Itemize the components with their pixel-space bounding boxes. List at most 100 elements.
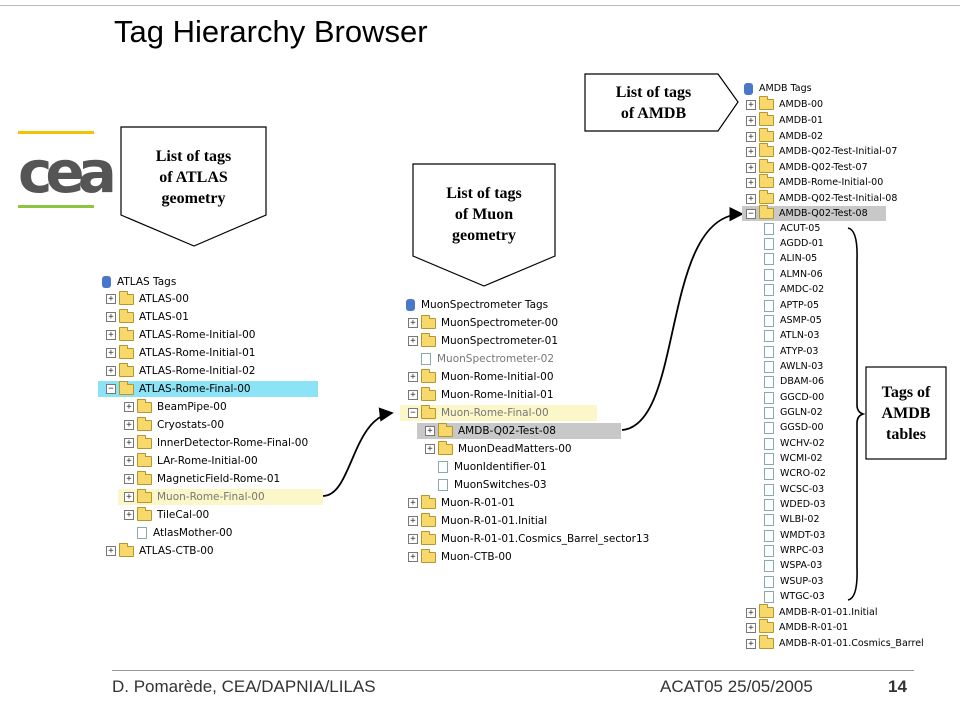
tree-node[interactable]: +ATLAS-00	[106, 290, 189, 307]
tree-node[interactable]: +Muon-Rome-Initial-01	[408, 386, 554, 403]
expand-icon[interactable]: +	[746, 146, 756, 157]
expand-icon[interactable]: +	[106, 366, 116, 376]
tree-node[interactable]: +Muon-R-01-01	[408, 494, 515, 511]
expand-icon[interactable]: +	[106, 312, 116, 322]
tree-leaf[interactable]: WCSC-03	[764, 482, 824, 497]
tree-node-highlighted[interactable]: −Muon-Rome-Final-00	[400, 404, 597, 421]
tree-node[interactable]: +ATLAS-01	[106, 308, 189, 325]
expand-icon[interactable]: +	[124, 492, 134, 502]
tree-node[interactable]: +Cryostats-00	[124, 416, 224, 433]
expand-icon[interactable]: +	[408, 534, 418, 544]
tree-leaf[interactable]: ACUT-05	[764, 221, 820, 236]
tree-leaf[interactable]: GGSD-00	[764, 420, 824, 435]
tree-node[interactable]: +AMDB-R-01-01.Cosmics_Barrel	[746, 635, 924, 651]
tree-node[interactable]: +MagneticField-Rome-01	[124, 470, 280, 487]
tree-leaf[interactable]: MuonSpectrometer-02	[408, 351, 554, 367]
expand-icon[interactable]: +	[408, 372, 418, 382]
expand-icon[interactable]: +	[408, 336, 418, 346]
tree-node[interactable]: +AMDB-Q02-Test-Initial-08	[746, 190, 897, 206]
collapse-icon[interactable]: −	[408, 408, 418, 418]
tree-leaf[interactable]: ALIN-05	[764, 251, 817, 266]
tree-node-highlighted[interactable]: +Muon-Rome-Final-00	[118, 488, 323, 505]
tree-leaf[interactable]: AWLN-03	[764, 359, 823, 374]
tree-node[interactable]: +InnerDetector-Rome-Final-00	[124, 434, 308, 451]
tree-leaf[interactable]: WCRO-02	[764, 466, 826, 481]
tree-leaf[interactable]: WMDT-03	[764, 528, 825, 543]
tree-leaf[interactable]: WLBI-02	[764, 512, 820, 527]
tree-node[interactable]: +LAr-Rome-Initial-00	[124, 452, 258, 469]
tree-leaf[interactable]: MuonSwitches-03	[425, 477, 547, 493]
tree-leaf[interactable]: AMDC-02	[764, 282, 824, 297]
expand-icon[interactable]: +	[746, 177, 756, 188]
expand-icon[interactable]: +	[746, 99, 756, 110]
expand-icon[interactable]: +	[746, 162, 756, 173]
expand-icon[interactable]: +	[425, 426, 435, 436]
tree-node[interactable]: +TileCal-00	[124, 506, 209, 523]
tree-node[interactable]: +AMDB-R-01-01.Initial	[746, 604, 878, 620]
tree-node[interactable]: +AMDB-Q02-Test-Initial-07	[746, 143, 897, 159]
expand-icon[interactable]: +	[746, 115, 756, 126]
tree-node-selected[interactable]: −ATLAS-Rome-Final-00	[98, 380, 318, 397]
tree-node[interactable]: +AMDB-02	[746, 128, 823, 144]
tree-leaf[interactable]: ATLN-03	[764, 328, 819, 343]
expand-icon[interactable]: +	[408, 390, 418, 400]
tree-root[interactable]: ATLAS Tags	[102, 274, 176, 290]
tree-leaf[interactable]: WCHV-02	[764, 436, 825, 451]
expand-icon[interactable]: +	[124, 474, 134, 484]
tree-leaf[interactable]: GGLN-02	[764, 405, 823, 420]
tree-node[interactable]: +ATLAS-Rome-Initial-00	[106, 326, 255, 343]
tree-leaf[interactable]: WSPA-03	[764, 558, 822, 573]
tree-node[interactable]: +Muon-Rome-Initial-00	[408, 368, 554, 385]
expand-icon[interactable]: +	[425, 444, 435, 454]
expand-icon[interactable]: +	[124, 438, 134, 448]
tree-leaf[interactable]: WTGC-03	[764, 589, 825, 604]
tree-node[interactable]: +MuonDeadMatters-00	[425, 440, 572, 457]
tree-node[interactable]: +AMDB-Q02-Test-07	[746, 159, 868, 175]
tree-leaf[interactable]: WDED-03	[764, 497, 826, 512]
tree-leaf[interactable]: MuonIdentifier-01	[425, 459, 547, 475]
expand-icon[interactable]: +	[746, 622, 756, 633]
tree-leaf[interactable]: APTP-05	[764, 298, 819, 313]
collapse-icon[interactable]: −	[746, 208, 756, 219]
tree-node[interactable]: +AMDB-00	[746, 96, 823, 112]
tree-leaf[interactable]: ASMP-05	[764, 313, 822, 328]
tree-node[interactable]: +Muon-R-01-01.Initial	[408, 512, 547, 529]
expand-icon[interactable]: +	[408, 516, 418, 526]
tree-leaf[interactable]: AGDD-01	[764, 236, 824, 251]
tree-node[interactable]: +AMDB-01	[746, 112, 823, 128]
tree-node[interactable]: +AMDB-R-01-01	[746, 619, 848, 635]
expand-icon[interactable]: +	[106, 546, 116, 556]
collapse-icon[interactable]: −	[106, 384, 116, 394]
expand-icon[interactable]: +	[408, 498, 418, 508]
expand-icon[interactable]: +	[746, 131, 756, 142]
tree-node[interactable]: +ATLAS-CTB-00	[106, 542, 214, 559]
tree-leaf[interactable]: DBAM-06	[764, 374, 824, 389]
tree-node[interactable]: +AMDB-Rome-Initial-00	[746, 174, 883, 190]
tree-leaf[interactable]: AtlasMother-00	[124, 525, 232, 541]
expand-icon[interactable]: +	[408, 552, 418, 562]
tree-leaf[interactable]: ATYP-03	[764, 344, 818, 359]
tree-node[interactable]: +ATLAS-Rome-Initial-01	[106, 344, 255, 361]
expand-icon[interactable]: +	[746, 193, 756, 204]
tree-root[interactable]: AMDB Tags	[744, 81, 812, 96]
expand-icon[interactable]: +	[106, 348, 116, 358]
tree-leaf[interactable]: WSUP-03	[764, 574, 823, 589]
expand-icon[interactable]: +	[124, 456, 134, 466]
tree-leaf[interactable]: GGCD-00	[764, 390, 824, 405]
tree-node[interactable]: +ATLAS-Rome-Initial-02	[106, 362, 255, 379]
expand-icon[interactable]: +	[746, 607, 756, 618]
tree-node[interactable]: +Muon-R-01-01.Cosmics_Barrel_sector13	[408, 530, 649, 547]
tree-node[interactable]: +Muon-CTB-00	[408, 548, 512, 565]
expand-icon[interactable]: +	[746, 638, 756, 649]
tree-node-selected[interactable]: −AMDB-Q02-Test-08	[742, 205, 886, 221]
tree-node-selected[interactable]: +AMDB-Q02-Test-08	[417, 422, 621, 439]
tree-node[interactable]: +MuonSpectrometer-01	[408, 332, 558, 349]
tree-leaf[interactable]: WCMI-02	[764, 451, 823, 466]
tree-node[interactable]: +BeamPipe-00	[124, 398, 227, 415]
expand-icon[interactable]: +	[124, 402, 134, 412]
tree-leaf[interactable]: WRPC-03	[764, 543, 824, 558]
expand-icon[interactable]: +	[124, 420, 134, 430]
expand-icon[interactable]: +	[106, 330, 116, 340]
tree-root[interactable]: MuonSpectrometer Tags	[406, 297, 548, 313]
tree-node[interactable]: +MuonSpectrometer-00	[408, 314, 558, 331]
